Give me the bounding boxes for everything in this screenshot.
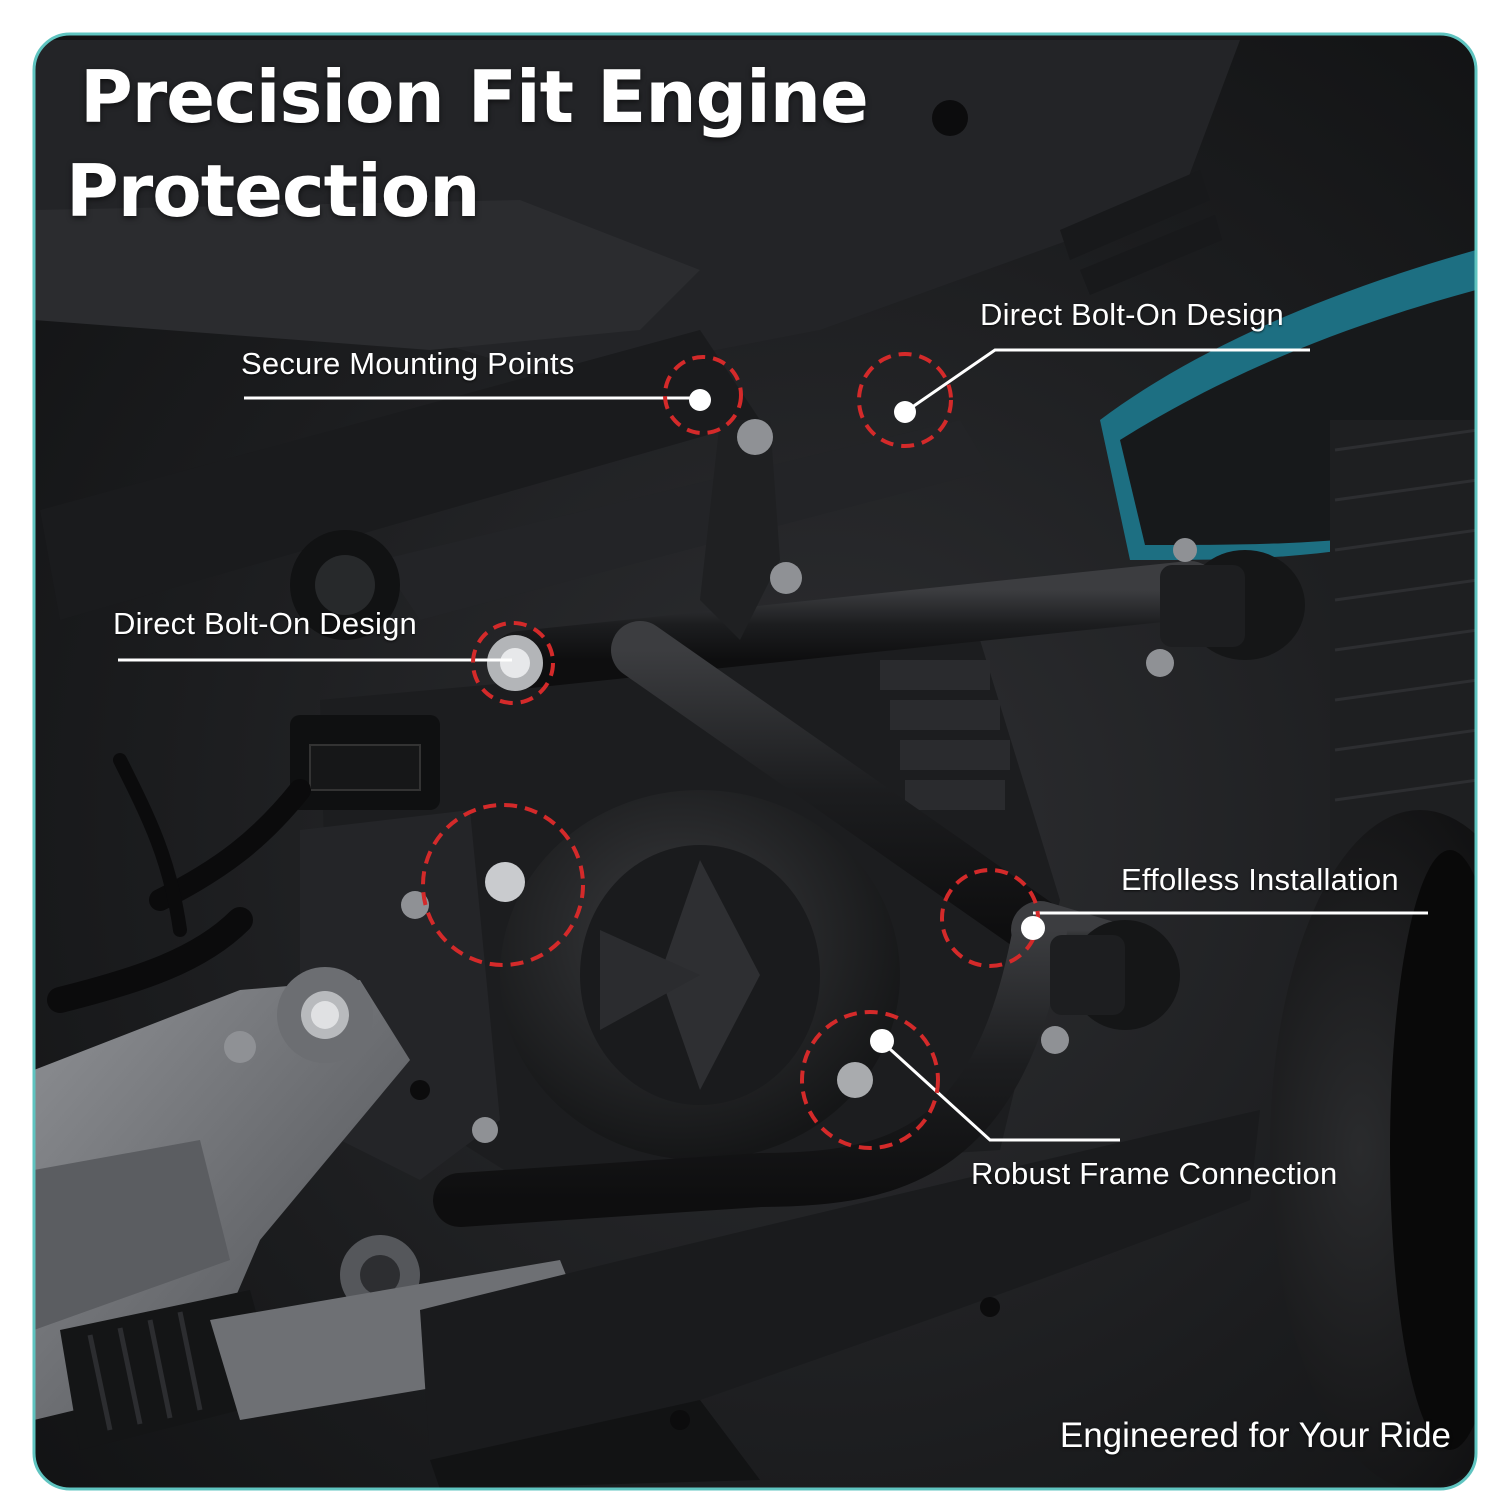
callout-direct-bolt-on-design-left: Direct Bolt-On Design bbox=[113, 606, 417, 641]
callout-effortless-installation: Effolless Installation bbox=[1121, 862, 1399, 897]
tagline: Engineered for Your Ride bbox=[1059, 1416, 1451, 1455]
callout-robust-frame-connection: Robust Frame Connection bbox=[971, 1156, 1338, 1191]
title-line-2: Protection bbox=[66, 149, 480, 233]
callout-secure-mounting-points: Secure Mounting Points bbox=[241, 346, 575, 381]
title-line-1: Precision Fit Engine bbox=[80, 55, 869, 139]
callout-direct-bolt-on-design-right: Direct Bolt-On Design bbox=[980, 297, 1284, 332]
page-title: Precision Fit Engine Protection bbox=[66, 50, 869, 238]
